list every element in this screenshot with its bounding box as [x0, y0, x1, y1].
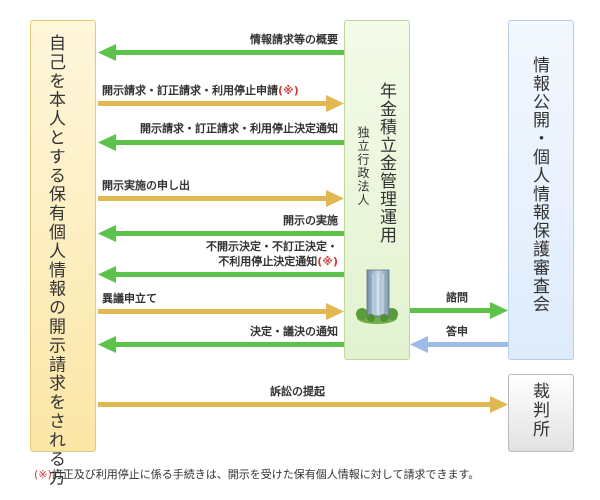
arrow-request: [98, 95, 344, 112]
arrow-consult: [410, 302, 508, 319]
building-icon: [356, 269, 398, 324]
label-non-disclosure-text: 不利用停止決定通知: [218, 255, 318, 268]
label-request: 開示請求・訂正請求・利用停止申請(※): [102, 84, 299, 98]
arrow-implement-request: [98, 190, 344, 207]
arrow-objection: [98, 303, 344, 320]
arrow-decision: [98, 134, 344, 151]
footnote-text: 訂正及び利用停止に係る手続きは、開示を受けた保有個人情報に対して請求できます。: [51, 468, 480, 481]
label-implement-request: 開示実施の申し出: [102, 179, 190, 192]
label-lawsuit: 訴訟の提起: [270, 385, 325, 398]
review-committee-label: 情報公開・個人情報保護審査会: [529, 56, 549, 314]
requester-box: [30, 20, 96, 452]
label-objection: 異議申立て: [102, 292, 157, 305]
label-request-text: 開示請求・訂正請求・利用停止申請: [102, 84, 278, 97]
arrow-lawsuit: [98, 396, 508, 413]
label-decision: 開示請求・訂正請求・利用停止決定通知: [140, 122, 338, 135]
requester-label: 自己を本人とする保有個人情報の開示請求をされる方: [45, 34, 65, 488]
label-implementation: 開示の実施: [283, 214, 338, 227]
arrow-non-disclosure: [98, 266, 344, 283]
label-non-disclosure-line1: 不開示決定・不訂正決定・: [206, 240, 338, 253]
gpif-name-label: 年金積立金管理運用: [376, 82, 396, 244]
arrow-implementation: [98, 225, 344, 242]
footnote: (※)訂正及び利用停止に係る手続きは、開示を受けた保有個人情報に対して請求できま…: [34, 466, 479, 482]
label-consult: 諮問: [446, 291, 468, 304]
court-label: 裁判所: [529, 382, 549, 439]
arrow-reply: [410, 336, 508, 353]
label-request-mark: (※): [278, 84, 299, 97]
gpif-type-label: 独立行政法人: [356, 126, 370, 207]
review-committee-box: [508, 20, 574, 360]
label-ruling: 決定・議決の通知: [250, 325, 338, 338]
label-reply: 答申: [446, 325, 468, 338]
label-non-disclosure-line2: 不利用停止決定通知(※): [218, 255, 338, 269]
court-box: [508, 374, 574, 452]
arrow-outline: [98, 44, 344, 61]
label-non-disclosure-mark: (※): [317, 255, 338, 268]
footnote-mark: (※): [34, 468, 52, 481]
label-outline: 情報請求等の概要: [250, 33, 338, 46]
arrow-ruling: [98, 336, 344, 353]
